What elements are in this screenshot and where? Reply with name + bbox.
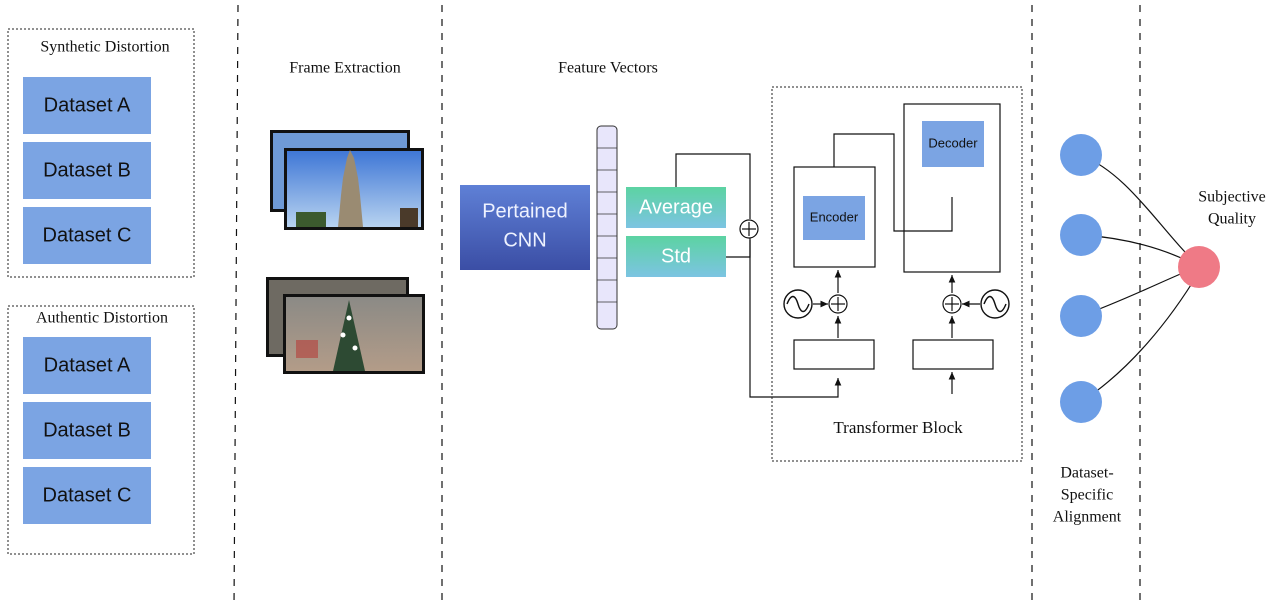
- authentic-dataset-a-box: [23, 337, 151, 394]
- video-frames-top: [270, 130, 424, 230]
- cnn-label-line2: CNN: [503, 229, 546, 251]
- concat-connections: [675, 153, 842, 398]
- alignment-node-2: [1060, 214, 1102, 256]
- average-label: Average: [639, 196, 713, 218]
- transformer-block-title: Transformer Block: [833, 418, 963, 437]
- authentic-dataset-a-label: Dataset A: [44, 354, 131, 376]
- synthetic-distortion-group: Synthetic Distortion Dataset A Dataset B…: [7, 28, 195, 278]
- alignment-label-line1: Dataset-: [1060, 465, 1113, 482]
- subjective-quality-label-line2: Quality: [1208, 211, 1256, 228]
- encoder-box: [803, 196, 865, 240]
- transformer-border: [771, 86, 1023, 462]
- decoder-box: [922, 121, 984, 167]
- christmas-tree-shape: [333, 300, 365, 371]
- synthetic-dataset-b-box: [23, 142, 151, 199]
- std-box: Std: [626, 236, 726, 277]
- cnn-box: [460, 185, 590, 270]
- column-dividers: [233, 4, 1141, 606]
- tree-shape: [296, 212, 326, 227]
- decoder-input-box: [912, 339, 994, 370]
- synthetic-dataset-b-label: Dataset B: [43, 159, 131, 181]
- positional-encoding-icon-right: [980, 289, 1010, 319]
- subjective-quality-label-line1: Subjective: [1198, 189, 1266, 206]
- alignment-node-1: [1060, 134, 1102, 176]
- authentic-group-title: Authentic Distortion: [36, 310, 168, 327]
- tower-shape: [338, 150, 363, 227]
- concat-to-encoder-input: [749, 240, 842, 398]
- encoder-decoder-link: [833, 133, 953, 232]
- alignment-nodes: [1060, 134, 1102, 423]
- average-rect: [626, 187, 726, 228]
- std-line: [726, 238, 751, 258]
- std-rect: [626, 236, 726, 277]
- authentic-dataset-c-label: Dataset C: [43, 484, 132, 506]
- subjective-quality-node: [1178, 246, 1220, 288]
- tree-star-1: [346, 315, 352, 321]
- encoder-plus-icon: [828, 294, 848, 314]
- alignment-node-3: [1060, 295, 1102, 337]
- pretrained-cnn-block: Pertained CNN: [460, 185, 590, 270]
- synthetic-dataset-a-box: [23, 77, 151, 134]
- video-frames-bottom: [266, 277, 425, 374]
- decoder-label: Decoder: [928, 135, 978, 150]
- positional-encoding-icon-left: [783, 289, 813, 319]
- encoder-label: Encoder: [810, 209, 859, 224]
- authentic-dataset-b-box: [23, 402, 151, 459]
- concat-plus-icon: [739, 219, 759, 239]
- synthetic-group-title: Synthetic Distortion: [40, 39, 169, 56]
- decoration-shape: [296, 340, 318, 358]
- alignment-label-line3: Alignment: [1053, 509, 1122, 526]
- average-line: [675, 153, 751, 219]
- decoder-plus-icon: [942, 294, 962, 314]
- synthetic-dataset-c-box: [23, 207, 151, 264]
- encoder-input-box: [793, 339, 875, 370]
- tree-shape-right: [400, 208, 418, 227]
- synthetic-dataset-c-label: Dataset C: [43, 224, 132, 246]
- synthetic-group-border: [7, 28, 195, 278]
- tree-star-3: [352, 345, 358, 351]
- feature-vectors-title: Feature Vectors: [558, 60, 658, 77]
- feature-vector: [596, 125, 618, 330]
- average-box: Average: [626, 187, 726, 228]
- frame-extraction-title: Frame Extraction: [289, 60, 401, 77]
- authentic-dataset-b-label: Dataset B: [43, 419, 131, 441]
- std-label: Std: [661, 245, 691, 267]
- alignment-node-4: [1060, 381, 1102, 423]
- tree-star-2: [340, 332, 346, 338]
- cnn-label-line1: Pertained: [482, 200, 568, 222]
- synthetic-dataset-a-label: Dataset A: [44, 94, 131, 116]
- authentic-dataset-c-box: [23, 467, 151, 524]
- authentic-group-border: [7, 305, 195, 555]
- feature-vector-bar: [596, 125, 618, 330]
- alignment-label-line2: Specific: [1061, 487, 1113, 504]
- authentic-distortion-group: Authentic Distortion Dataset A Dataset B…: [7, 305, 195, 555]
- transformer-block: Transformer Block Encoder Decoder: [771, 86, 1023, 462]
- divider-1: [233, 4, 239, 606]
